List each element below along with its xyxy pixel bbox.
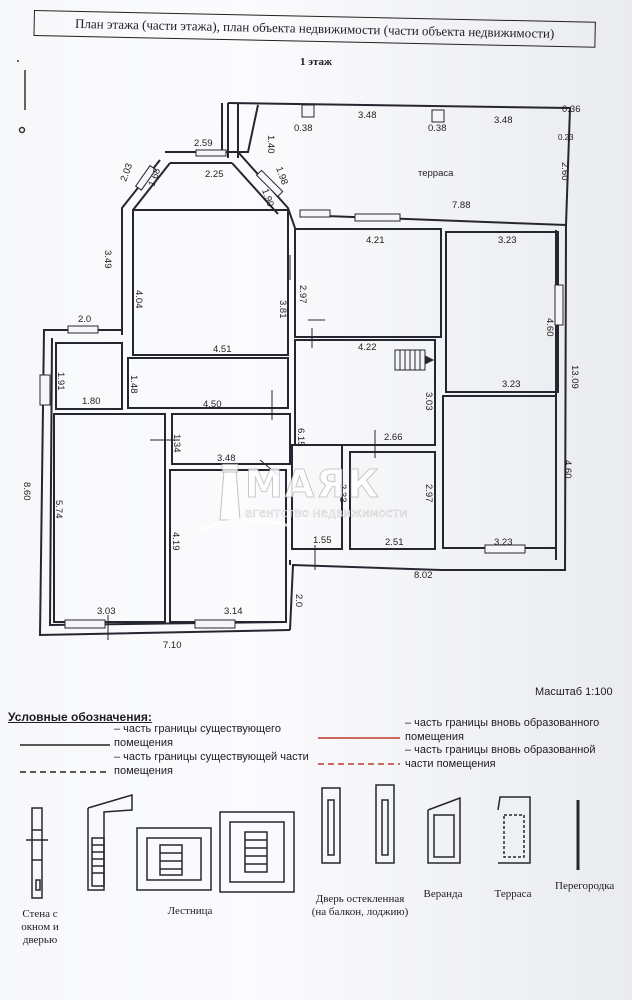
dim-label: 7.88 bbox=[452, 200, 471, 211]
dim-label: 2.66 bbox=[384, 432, 403, 443]
dim-label: 3.48 bbox=[217, 453, 236, 464]
walls bbox=[38, 102, 572, 637]
dim-label: 8.60 bbox=[21, 482, 32, 501]
dim-label: 2.0 bbox=[78, 314, 91, 325]
dim-label: 4.60 bbox=[544, 318, 555, 337]
dim-label: 4.21 bbox=[366, 235, 385, 246]
terrace-symbol bbox=[497, 796, 531, 864]
watermark-tagline: агентство недвижимости bbox=[245, 506, 408, 520]
dim-label: 0.36 bbox=[562, 104, 581, 115]
dim-label: 3.23 bbox=[494, 537, 513, 548]
legend-item-existing: – часть границы существующего помещения bbox=[114, 723, 281, 749]
stairs-mark bbox=[394, 349, 435, 371]
glass-door-symbol bbox=[321, 784, 395, 864]
dim-label: 7.10 bbox=[163, 640, 182, 651]
legend-symbol-label-glass-door: Дверь остекленная (на балкон, лоджию) bbox=[311, 893, 409, 918]
legend-symbol-label-partition: Перегородка bbox=[555, 880, 615, 892]
dim-label: 2.25 bbox=[205, 169, 224, 180]
dim-label: 4.60 bbox=[562, 460, 573, 479]
legend-item-new: – часть границы вновь образованного поме… bbox=[405, 717, 600, 743]
legend-symbols bbox=[26, 784, 580, 899]
terrace-label: терраса bbox=[418, 168, 454, 179]
margin-marks bbox=[17, 60, 26, 134]
veranda-symbol bbox=[427, 796, 461, 864]
dim-label: 2.97 bbox=[297, 285, 308, 304]
dim-label: 1.98 bbox=[273, 165, 290, 186]
dim-label: 1.48 bbox=[128, 375, 139, 394]
wall-symbol bbox=[26, 807, 48, 899]
dim-label: 5.74 bbox=[53, 500, 64, 519]
dim-label: 3.14 bbox=[224, 606, 243, 617]
dim-label: 4.50 bbox=[203, 399, 222, 410]
dim-label: 1.55 bbox=[313, 535, 332, 546]
dim-label: 6.15 bbox=[295, 428, 306, 447]
windows bbox=[39, 104, 564, 629]
dim-label: 3.81 bbox=[277, 300, 288, 319]
legend-title: Условные обозначения: bbox=[8, 710, 152, 724]
dim-label: 3.23 bbox=[498, 235, 517, 246]
dimension-labels: 0.36 3.48 3.48 0.38 0.38 0.23 1.40 2.59 … bbox=[21, 104, 581, 651]
dim-label: 3.48 bbox=[494, 115, 513, 126]
dim-label: 3.23 bbox=[502, 379, 521, 390]
dim-label: 1.80 bbox=[82, 396, 101, 407]
dim-label: 2.60 bbox=[559, 162, 570, 181]
dim-label: 3.49 bbox=[102, 250, 113, 269]
door-marks bbox=[107, 255, 376, 640]
legend-symbol-label-terrace: Терраса bbox=[494, 888, 532, 900]
dim-label: 3.03 bbox=[423, 392, 434, 411]
floor-label: 1 этаж bbox=[300, 56, 333, 68]
dim-label: 2.03 bbox=[118, 162, 135, 183]
dim-label: 2.59 bbox=[194, 138, 213, 149]
dim-label: 1.91 bbox=[55, 372, 66, 391]
dim-label: 0.38 bbox=[294, 123, 313, 134]
dim-label: 3.48 bbox=[358, 110, 377, 121]
watermark-lighthouse-logo bbox=[200, 463, 291, 532]
scale-label: Масштаб 1:100 bbox=[535, 686, 613, 698]
dim-label: 1.34 bbox=[171, 434, 182, 453]
dim-label: 13.09 bbox=[569, 365, 580, 389]
dim-label: 0.23 bbox=[558, 133, 574, 142]
legend-symbol-label-veranda: Веранда bbox=[423, 888, 463, 900]
dim-label: 4.04 bbox=[133, 290, 144, 309]
legend-symbol-label-stairs: Лестница bbox=[167, 905, 213, 917]
legend-lines bbox=[20, 737, 400, 773]
dim-label: 0.38 bbox=[428, 123, 447, 134]
stairs-symbol bbox=[87, 793, 295, 893]
dim-label: 4.51 bbox=[213, 344, 232, 355]
dim-label: 4.22 bbox=[358, 342, 377, 353]
dim-label: 1.40 bbox=[265, 135, 276, 154]
legend-symbol-label-wall: Стена с окном и дверью bbox=[21, 908, 59, 946]
dim-label: 2.33 bbox=[337, 484, 348, 503]
dim-label: 2.0 bbox=[293, 594, 304, 607]
legend-item-existing-part: – часть границы существующей части помещ… bbox=[114, 751, 309, 777]
dim-label: 4.19 bbox=[170, 532, 181, 551]
dim-label: 8.02 bbox=[414, 570, 433, 581]
watermark-brand: МАЯК bbox=[245, 462, 381, 507]
legend-item-new-part: – часть границы вновь образованной части… bbox=[405, 744, 596, 770]
dim-label: 3.03 bbox=[97, 606, 116, 617]
dim-label: 2.51 bbox=[385, 537, 404, 548]
dim-label: 2.97 bbox=[423, 484, 434, 503]
